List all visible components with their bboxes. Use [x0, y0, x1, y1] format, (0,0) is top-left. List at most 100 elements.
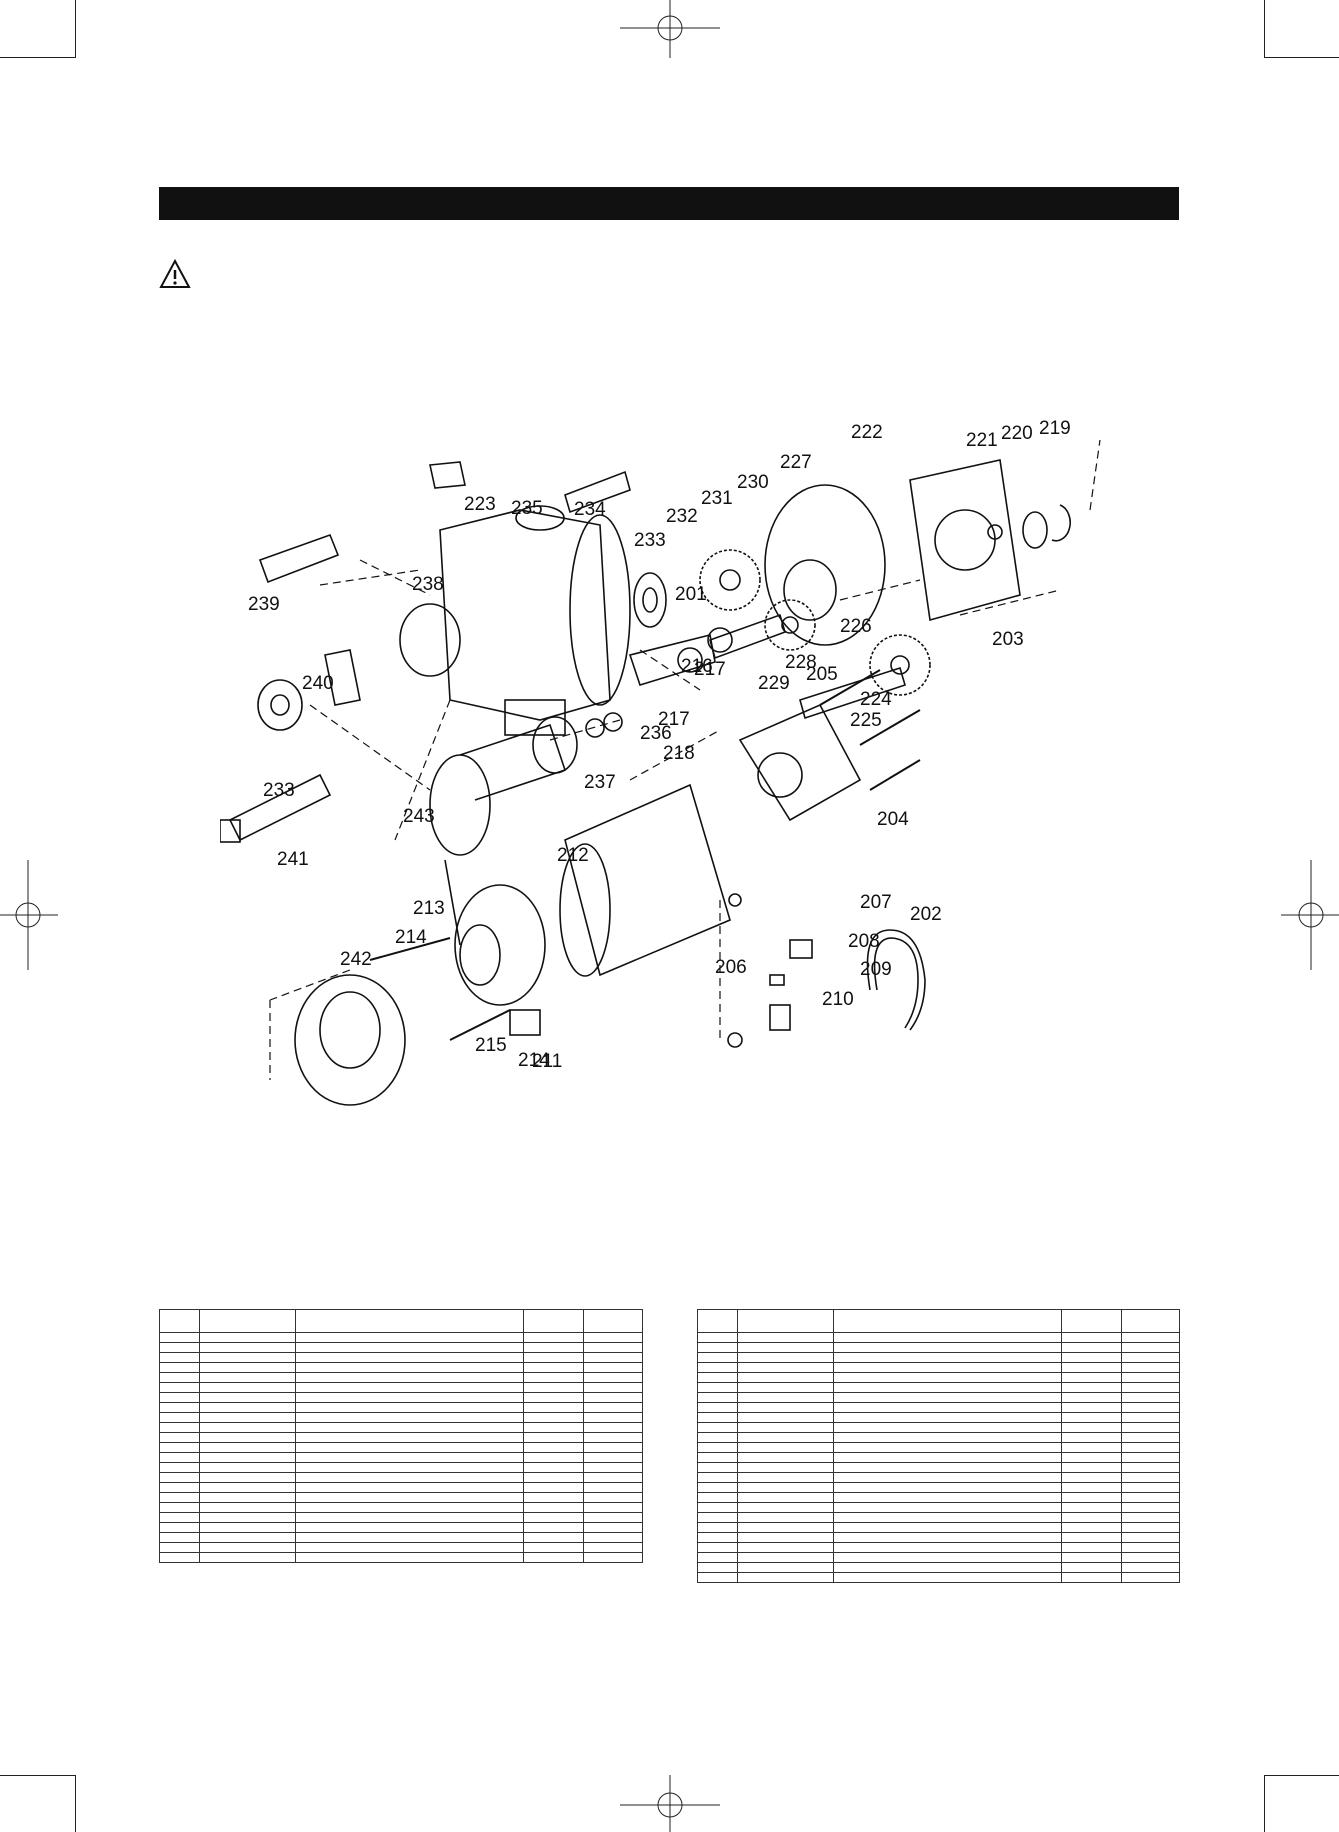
part-label: 218 — [663, 743, 695, 764]
table-cell — [1121, 1462, 1180, 1473]
table-cell — [295, 1412, 524, 1423]
table-cell — [583, 1392, 643, 1403]
crop-mark — [1264, 1775, 1265, 1832]
table-cell — [737, 1342, 834, 1353]
table-cell — [583, 1352, 643, 1363]
table-header-cell — [737, 1309, 834, 1333]
table-cell — [199, 1522, 296, 1533]
table-cell — [159, 1502, 200, 1513]
table-header-cell — [697, 1309, 738, 1333]
table-cell — [159, 1372, 200, 1383]
table-row — [697, 1552, 1180, 1563]
part-label: 242 — [340, 949, 372, 970]
table-cell — [159, 1442, 200, 1453]
table-cell — [199, 1442, 296, 1453]
table-row — [697, 1402, 1180, 1413]
table-header-cell — [159, 1309, 200, 1333]
table-cell — [697, 1532, 738, 1543]
table-cell — [159, 1332, 200, 1343]
table-cell — [1121, 1492, 1180, 1503]
table-cell — [697, 1492, 738, 1503]
table-cell — [523, 1442, 584, 1453]
table-cell — [1061, 1362, 1122, 1373]
table-cell — [159, 1482, 200, 1493]
part-label: 239 — [248, 594, 280, 615]
part-label: 209 — [860, 959, 892, 980]
table-cell — [1121, 1372, 1180, 1383]
crop-mark — [75, 1775, 76, 1832]
table-cell — [1061, 1442, 1122, 1453]
table-cell — [583, 1422, 643, 1433]
table-cell — [159, 1542, 200, 1553]
table-cell — [159, 1342, 200, 1353]
table-cell — [737, 1472, 834, 1483]
table-cell — [295, 1522, 524, 1533]
table-cell — [295, 1342, 524, 1353]
table-cell — [295, 1492, 524, 1503]
table-header-cell — [295, 1309, 524, 1333]
table-row — [697, 1382, 1180, 1393]
part-label: 212 — [557, 845, 589, 866]
table-cell — [159, 1492, 200, 1503]
table-row — [159, 1442, 643, 1453]
part-label: 227 — [780, 452, 812, 473]
table-cell — [833, 1382, 1062, 1393]
table-cell — [583, 1342, 643, 1353]
table-row — [159, 1382, 643, 1393]
table-row — [159, 1412, 643, 1423]
table-row — [697, 1542, 1180, 1553]
table-cell — [833, 1372, 1062, 1383]
table-cell — [1121, 1412, 1180, 1423]
part-label: 235 — [511, 498, 543, 519]
table-cell — [523, 1412, 584, 1423]
table-row — [697, 1342, 1180, 1353]
table-cell — [199, 1342, 296, 1353]
table-cell — [833, 1492, 1062, 1503]
part-label: 207 — [860, 892, 892, 913]
crop-mark — [0, 1775, 75, 1776]
table-cell — [697, 1352, 738, 1363]
table-row — [159, 1432, 643, 1443]
table-cell — [159, 1352, 200, 1363]
table-cell — [737, 1542, 834, 1553]
table-cell — [1061, 1552, 1122, 1563]
table-header-row — [159, 1309, 643, 1333]
table-cell — [1061, 1432, 1122, 1443]
table-cell — [1121, 1572, 1180, 1583]
part-label: 236 — [640, 723, 672, 744]
table-cell — [737, 1512, 834, 1523]
table-cell — [523, 1432, 584, 1443]
registration-mark — [620, 1775, 720, 1832]
part-label: 215 — [475, 1035, 507, 1056]
crop-mark — [1264, 57, 1339, 58]
part-label: 211 — [532, 1051, 562, 1072]
table-cell — [1061, 1462, 1122, 1473]
table-cell — [833, 1402, 1062, 1413]
table-cell — [523, 1512, 584, 1523]
table-row — [697, 1332, 1180, 1343]
table-row — [697, 1352, 1180, 1363]
table-cell — [199, 1422, 296, 1433]
table-row — [159, 1512, 643, 1523]
table-cell — [159, 1422, 200, 1433]
table-cell — [583, 1462, 643, 1473]
table-cell — [1121, 1362, 1180, 1373]
table-row — [159, 1342, 643, 1353]
table-row — [697, 1392, 1180, 1403]
table-cell — [159, 1432, 200, 1443]
table-cell — [737, 1372, 834, 1383]
table-row — [697, 1522, 1180, 1533]
table-cell — [523, 1382, 584, 1393]
part-label: 217 — [694, 659, 726, 680]
table-cell — [833, 1442, 1062, 1453]
table-cell — [697, 1502, 738, 1513]
table-cell — [523, 1462, 584, 1473]
part-label: 233 — [634, 530, 666, 551]
table-row — [159, 1372, 643, 1383]
table-cell — [295, 1552, 524, 1563]
table-cell — [833, 1542, 1062, 1553]
table-cell — [199, 1382, 296, 1393]
table-cell — [833, 1522, 1062, 1533]
table-cell — [1121, 1482, 1180, 1493]
table-cell — [199, 1452, 296, 1463]
